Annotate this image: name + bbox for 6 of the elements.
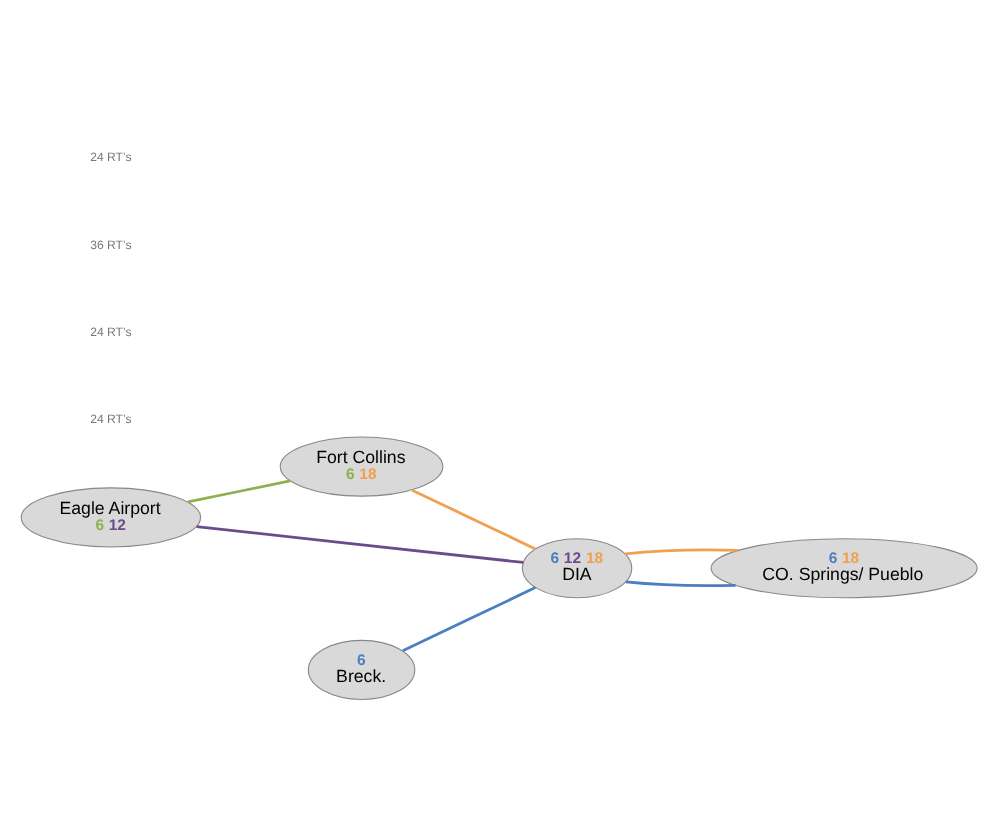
- connector: [402, 586, 536, 653]
- connector: [411, 488, 536, 551]
- connector: [625, 580, 736, 587]
- connector: [187, 479, 291, 504]
- connector: [196, 525, 524, 564]
- connector: [625, 548, 738, 556]
